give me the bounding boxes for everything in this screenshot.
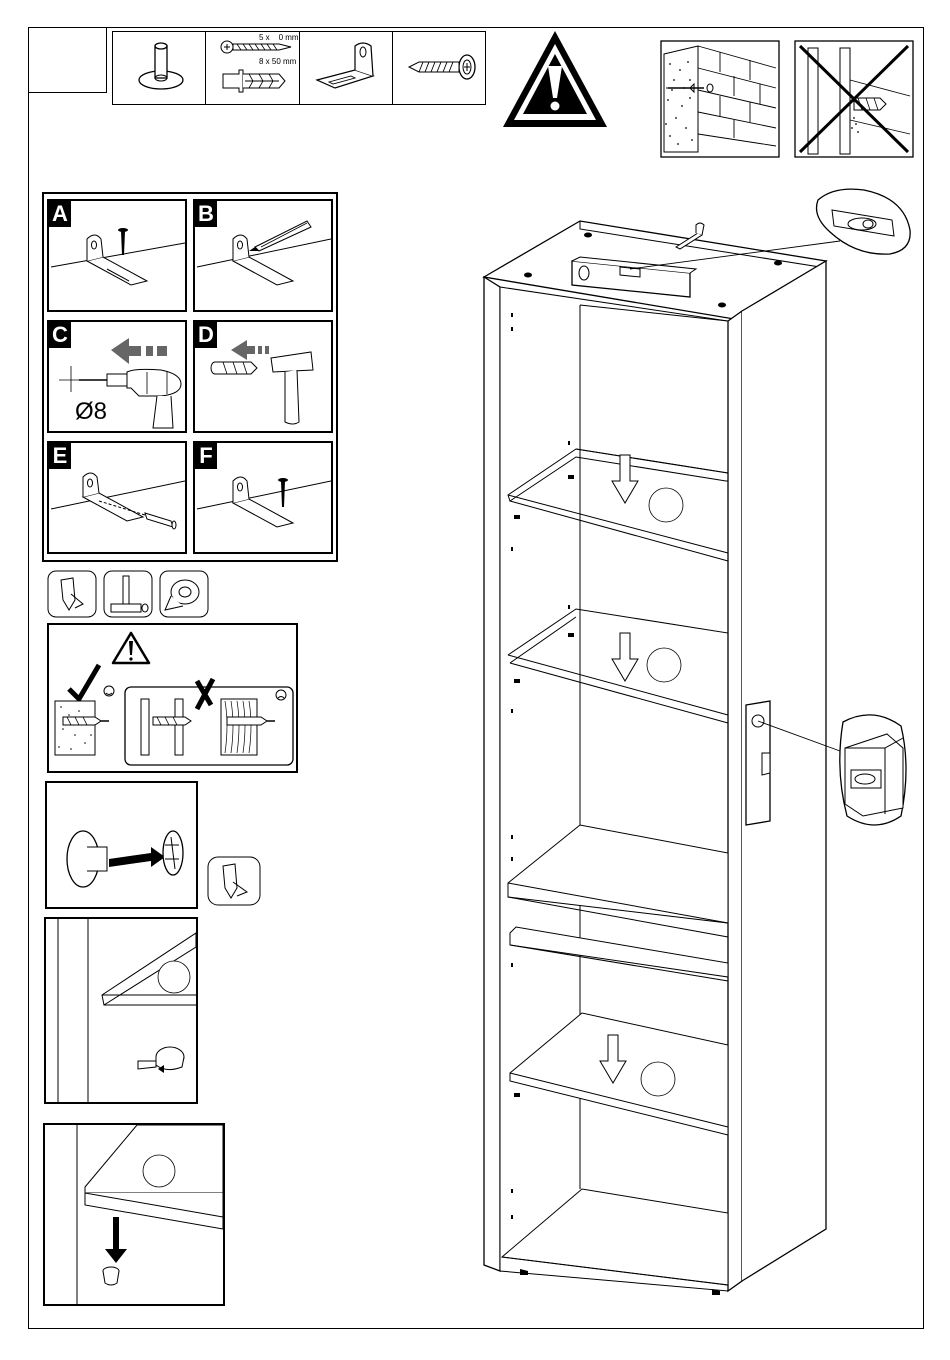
hollow-wall-not-allowed-icon [794,40,914,158]
washer-screw-icon [405,50,479,84]
level-bubble-zoom-top [812,186,914,258]
dowel-spec-label: 8 x 50 mm [259,57,296,66]
wood-shelf-pin-panel [43,1123,225,1306]
shelf-pin-insertion-panel [45,781,198,909]
masonry-wall-correct-icon [660,40,780,158]
screw-icon [219,40,299,54]
step-a-panel: A [47,199,187,312]
step-number-box [28,27,107,93]
wall-plug-icon [219,68,299,94]
step-b-panel: B [193,199,333,312]
step-d-panel: D [193,320,333,433]
screwdriver-tool-icon [47,570,97,618]
warning-triangle-icon [500,28,610,130]
hammer-tool-icon [103,570,153,618]
drill-size-label: Ø8 [75,398,107,426]
step-e-panel: E [47,441,187,554]
angle-bracket-icon [311,38,387,98]
screwdriver-tool-icon-2 [207,856,261,906]
level-bubble-zoom-side [835,708,911,834]
tape-measure-tool-icon [159,570,209,618]
step-c-panel: C Ø8 [47,320,187,433]
shelf-support-pin-icon [133,38,189,98]
step-f-panel: F [193,441,333,554]
parts-strip: 5 x 0 mm 8 x 50 mm [112,31,486,105]
glass-shelf-pin-panel [44,917,198,1104]
wall-type-warning-panel [47,623,298,773]
